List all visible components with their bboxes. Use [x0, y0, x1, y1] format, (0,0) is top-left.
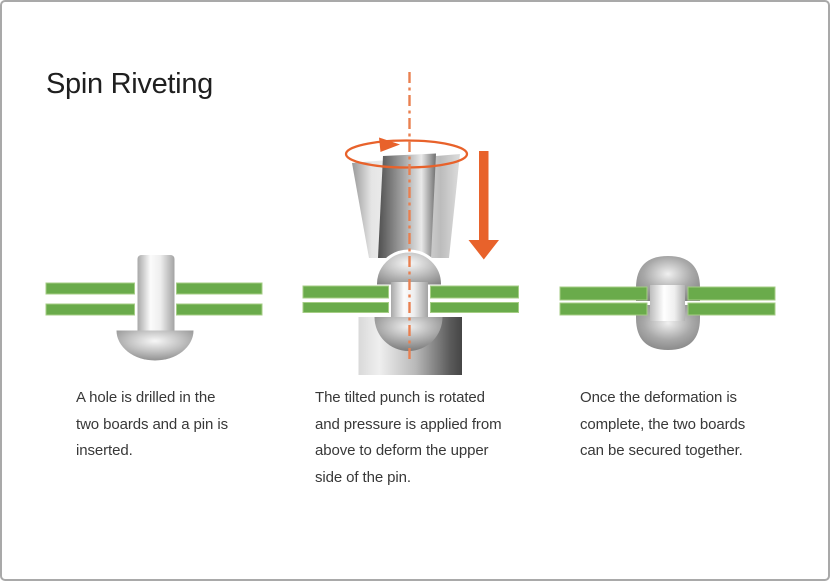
board-bottom	[302, 302, 389, 313]
board-bottom	[430, 302, 519, 313]
step3-caption: Once the deformation is complete, the tw…	[580, 385, 810, 465]
pin-shaft	[137, 255, 175, 335]
pressure-arrow-icon	[468, 151, 499, 260]
caption-line: Once the deformation is	[580, 389, 737, 406]
caption-line: A hole is drilled in the	[76, 389, 216, 406]
caption-line: can be secured together.	[580, 442, 743, 459]
caption-line: two boards and a pin is	[76, 415, 228, 433]
step1-caption: A hole is drilled in the two boards and …	[76, 385, 306, 465]
board-bottom	[45, 303, 135, 316]
caption-line: The tilted punch is rotated	[315, 389, 485, 406]
board-top	[559, 286, 648, 301]
board-bottom	[176, 303, 263, 316]
pin-head-bottom	[116, 330, 194, 361]
rivet-shaft	[650, 285, 685, 321]
board-bottom	[559, 302, 648, 316]
step1-diagram	[45, 255, 263, 361]
board-top	[687, 286, 776, 301]
step2-caption: The tilted punch is rotated and pressure…	[315, 385, 545, 491]
board-top	[302, 285, 389, 299]
caption-line: and pressure is applied from	[315, 415, 502, 433]
pin-head-forming	[374, 249, 444, 288]
boards-middle-pair	[302, 285, 519, 313]
board-top	[430, 285, 519, 299]
caption-line: complete, the two boards	[580, 415, 746, 433]
step3-diagram	[559, 256, 776, 350]
rotation-arrowhead-icon	[379, 137, 400, 152]
caption-line: above to deform the upper	[315, 442, 489, 459]
board-top	[45, 282, 135, 295]
page-title: Spin Riveting	[46, 68, 213, 100]
board-bottom	[687, 302, 776, 316]
boards-left-pair	[45, 282, 263, 316]
caption-line: side of the pin.	[315, 468, 411, 486]
boards-right-pair	[559, 286, 776, 316]
punch-inner-face	[378, 153, 436, 258]
step2-diagram	[302, 72, 519, 375]
caption-line: inserted.	[76, 442, 133, 459]
board-top	[176, 282, 263, 295]
rotation-arrow-icon	[344, 139, 469, 169]
